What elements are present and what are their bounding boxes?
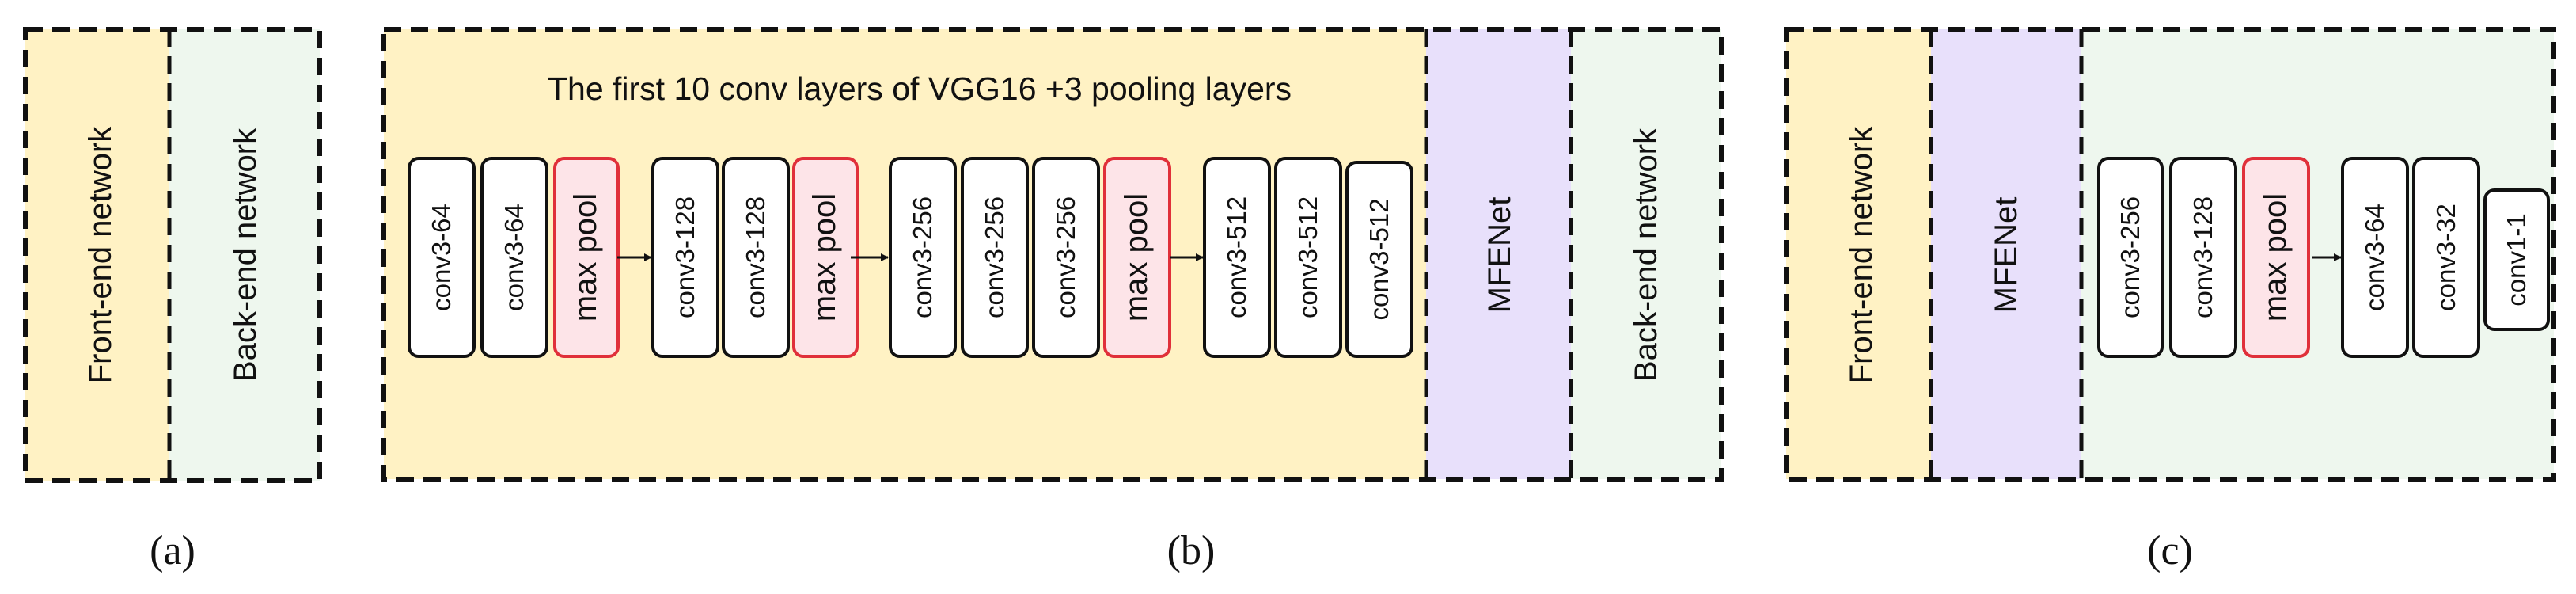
conv-block-panel_b-12 [1345,161,1413,358]
panel-a-caption: (a) [150,528,195,573]
block-label-panel_c-1: conv3-128 [2188,196,2217,318]
panel-b-outline [381,27,1724,482]
panel-b: The first 10 conv layers of VGG16 +3 poo… [381,27,1724,573]
conv-block-panel_c-3 [2341,157,2409,358]
panel-a-outline [23,27,322,483]
panel-c-mfenet-region [1931,29,2081,479]
block-label-panel_c-5: conv1-1 [2502,213,2531,306]
block-label-panel_c-4: conv3-32 [2431,204,2460,311]
panel-a-front-region [25,29,169,481]
maxpool-block-panel_c-2 [2242,157,2310,358]
block-label-panel_b-1: conv3-64 [499,204,529,311]
block-label-panel_c-3: conv3-64 [2360,204,2389,311]
block-label-panel_b-8: conv3-256 [1051,196,1080,318]
panel-c-caption: (c) [2147,528,2193,573]
panel-c-outline [1784,27,2556,482]
conv-block-panel_b-11 [1274,157,1342,358]
conv-block-panel_b-1 [480,157,548,358]
conv-block-panel_c-0 [2097,157,2164,358]
conv-block-panel_b-6 [889,157,957,358]
panel-c-front-region [1786,29,1931,479]
conv-block-panel_c-5 [2483,188,2550,331]
panel-b-back-label: Back-end network [1629,128,1664,382]
panel-b-caption: (b) [1167,528,1216,573]
block-label-panel_b-4: conv3-128 [741,196,770,318]
conv-block-panel_b-4 [722,157,790,358]
panel-a-back-label: Back-end network [228,128,263,382]
conv-block-panel_c-1 [2169,157,2237,358]
block-label-panel_c-2: max pool [2258,193,2293,322]
conv-block-panel_b-8 [1032,157,1100,358]
conv-block-panel_b-0 [408,157,476,358]
conv-block-panel_b-7 [961,157,1029,358]
panel-b-back-region [1571,29,1721,479]
panel-b-layer-blocks: conv3-64 conv3-64 max pool conv3-128 conv3-1… [408,157,1413,358]
panel-c-front-label: Front-end network [1844,126,1879,384]
block-label-panel_b-9: max pool [1119,193,1154,322]
block-label-panel_b-6: conv3-256 [908,196,937,318]
panel-a-front-label: Front-end network [83,126,118,384]
panel-b-mfenet-region [1426,29,1571,479]
block-label-panel_b-0: conv3-64 [427,204,456,311]
panel-b-mfenet-label: MFENet [1482,197,1517,314]
panel-b-title: The first 10 conv layers of VGG16 +3 poo… [548,70,1292,107]
panel-c-layer-blocks: conv3-256 conv3-128 max pool conv3-64 conv3-… [2097,157,2550,358]
panel-a: Front-end network Back-end network (a) [23,27,322,573]
conv-block-panel_b-3 [651,157,719,358]
panel-c-mfenet-label: MFENet [1989,197,2024,314]
block-label-panel_b-3: conv3-128 [670,196,700,318]
block-label-panel_b-5: max pool [807,193,842,322]
conv-block-panel_c-4 [2412,157,2480,358]
block-label-panel_b-2: max pool [568,193,603,322]
block-label-panel_c-0: conv3-256 [2115,196,2145,318]
block-label-panel_b-11: conv3-512 [1293,196,1322,318]
conv-block-panel_b-10 [1203,157,1271,358]
block-label-panel_b-10: conv3-512 [1222,196,1251,318]
panel-a-back-region [169,29,320,481]
block-label-panel_b-12: conv3-512 [1364,198,1394,320]
block-label-panel_b-7: conv3-256 [980,196,1009,318]
